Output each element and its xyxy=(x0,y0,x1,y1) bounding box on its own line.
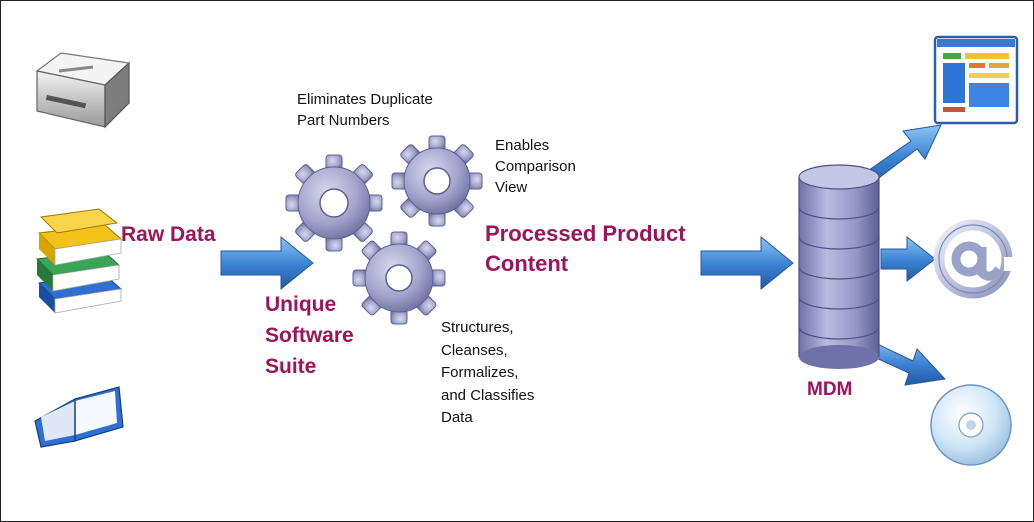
comparison-note: Enables Comparison View xyxy=(495,135,576,198)
books-icon xyxy=(35,208,123,314)
cd-disc-icon xyxy=(930,384,1012,466)
database-icon xyxy=(798,164,880,369)
note-line: and Classifies xyxy=(441,386,535,404)
arrow-content-to-mdm xyxy=(700,235,794,291)
duplicates-note: Eliminates Duplicate Part Numbers xyxy=(297,89,433,131)
processed-content-line: Content xyxy=(485,250,569,276)
processed-content-label: Processed Product Content xyxy=(485,221,686,277)
software-suite-line: Unique xyxy=(265,293,337,316)
software-suite-label: Unique Software Suite xyxy=(265,293,354,379)
gear-icon xyxy=(285,154,383,252)
processed-content-line: Processed Product xyxy=(485,221,686,246)
drive-icon xyxy=(35,52,131,129)
structures-note: Structures, Cleanses, Formalizes, and Cl… xyxy=(441,317,534,430)
arrow-raw-to-suite xyxy=(220,235,314,291)
software-suite-line: Software xyxy=(265,323,354,347)
gear-icon xyxy=(352,231,446,325)
at-sign-icon xyxy=(933,219,1033,299)
note-line: Structures, xyxy=(441,319,514,336)
catalog-window-icon xyxy=(933,35,1019,125)
gear-icon xyxy=(391,135,483,227)
note-line: Comparison xyxy=(495,158,576,175)
note-line: Eliminates Duplicate xyxy=(297,91,433,108)
software-suite-line: Suite xyxy=(265,354,317,378)
note-line: Enables xyxy=(495,137,550,154)
note-line: Formalizes, xyxy=(441,364,519,381)
note-line: Part Numbers xyxy=(297,112,390,129)
raw-data-label: Raw Data xyxy=(121,223,216,246)
note-line: Cleanses, xyxy=(441,341,508,359)
note-line: View xyxy=(495,179,528,196)
mdm-label: MDM xyxy=(807,379,853,400)
open-book-icon xyxy=(34,386,124,448)
note-line: Data xyxy=(441,409,473,426)
arrow-mdm-to-web xyxy=(880,235,936,283)
